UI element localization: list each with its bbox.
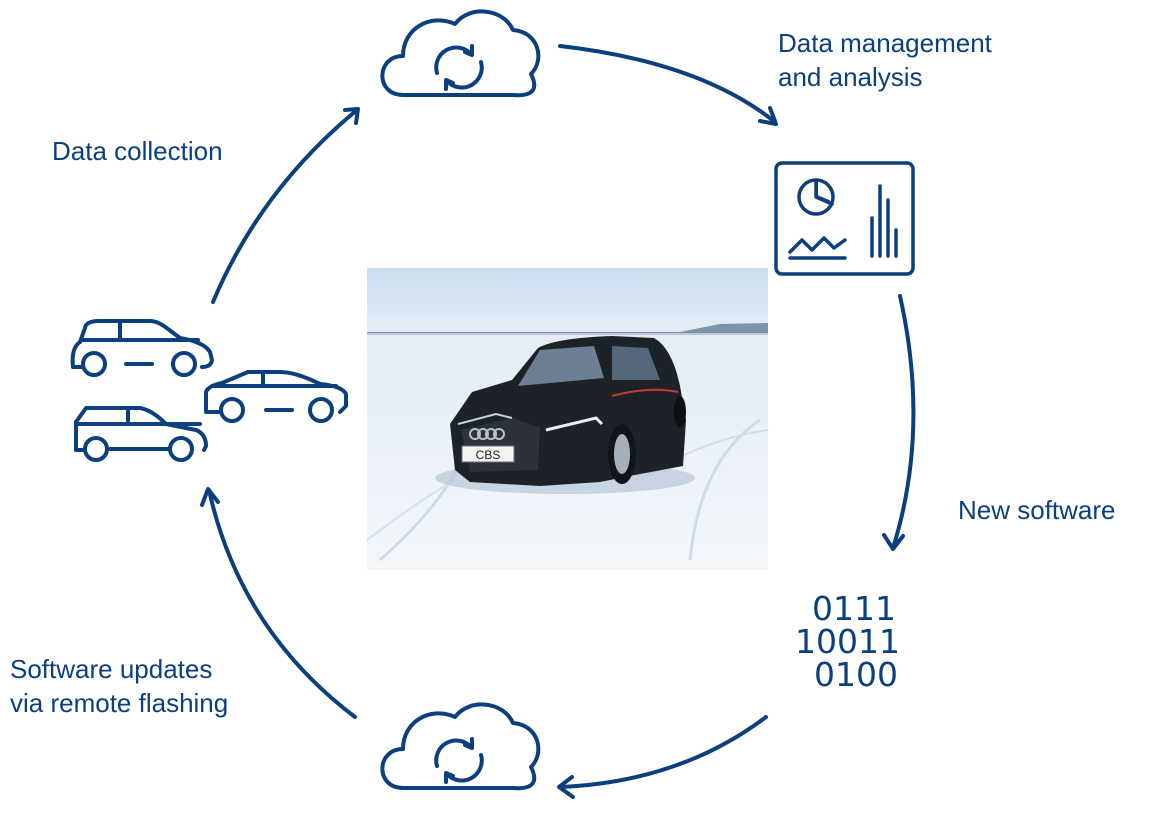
dashboard-chart-icon: [774, 161, 915, 276]
label-software-updates-line-1: Software updates: [10, 654, 213, 684]
license-plate: CBS: [476, 448, 501, 462]
arrow-to-collect-cloud: [211, 107, 360, 304]
label-data-management-line-1: Data management: [778, 28, 992, 58]
arrow-to-update-cloud: [557, 715, 768, 799]
binary-line-1: 0111: [812, 589, 896, 628]
arrow-to-cars: [200, 487, 357, 719]
label-new-software-text: New software: [958, 495, 1116, 525]
binary-code: 0111 10011 0100: [770, 592, 900, 691]
binary-line-2: 10011: [795, 622, 900, 661]
cloud-sync-icon: [380, 9, 541, 98]
cloud-sync-icon-bottom: [380, 702, 541, 791]
test-vehicle-photo: CBS: [366, 268, 769, 570]
car-icon: [70, 319, 214, 377]
binary-line-3: 0100: [814, 655, 898, 694]
car-icon: [74, 406, 208, 462]
arrow-to-data-management: [558, 44, 778, 126]
label-new-software: New software: [958, 493, 1116, 527]
label-software-updates: Software updates via remote flashing: [10, 652, 228, 720]
label-data-collection: Data collection: [52, 134, 223, 168]
label-software-updates-line-2: via remote flashing: [10, 688, 229, 718]
label-data-management: Data management and analysis: [778, 26, 992, 94]
label-data-management-line-2: and analysis: [778, 62, 923, 92]
label-data-collection-text: Data collection: [52, 136, 223, 166]
arrow-to-new-software: [882, 294, 916, 551]
cars-fleet-icon: [70, 319, 348, 462]
car-icon: [204, 370, 348, 423]
